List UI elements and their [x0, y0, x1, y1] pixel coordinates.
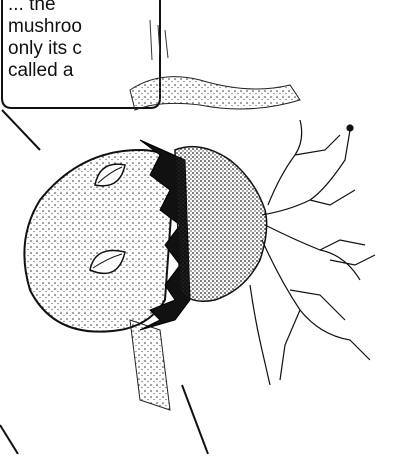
callout-text: ... the mushroo only its c called a — [0, 0, 160, 110]
callout-line: only its c — [8, 38, 82, 60]
mycelium-roots — [250, 120, 375, 385]
stem-line-lower — [182, 385, 208, 454]
speech-pointer-lower — [0, 425, 18, 454]
mushroom-stem — [175, 147, 267, 302]
soil-surface-lower — [130, 320, 170, 410]
callout-line: called a — [8, 60, 74, 82]
speech-bubble-pointer — [2, 110, 40, 150]
callout-line: ... the — [8, 0, 56, 16]
callout-line: mushroo — [8, 16, 82, 38]
